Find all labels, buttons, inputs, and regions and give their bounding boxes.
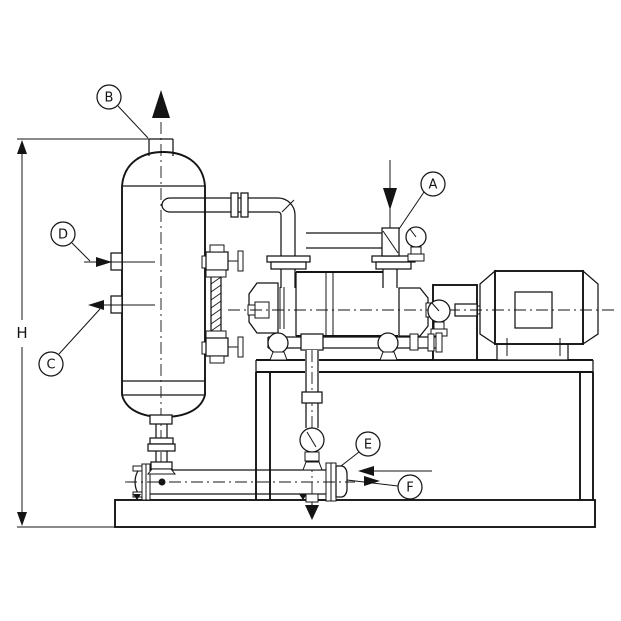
check-valve-flap	[382, 230, 399, 254]
dimension-arrow-down-icon	[17, 512, 27, 526]
glass-flange-bottom	[205, 330, 227, 339]
callout-a-label: A	[429, 178, 438, 193]
glass-flange-top	[205, 269, 227, 278]
exchanger-foot-right	[299, 494, 307, 500]
left-port-flange-a	[266, 255, 311, 263]
pot-foot-right	[379, 351, 398, 361]
base-plate	[114, 499, 596, 528]
dimension-label: H	[16, 324, 27, 342]
gauge2-needle	[431, 302, 440, 312]
drain-union-b	[147, 443, 176, 452]
pipe-flange-a	[230, 192, 239, 218]
leader-a	[398, 191, 425, 230]
seal-piping	[267, 332, 443, 520]
bottom-drain-fitting	[305, 493, 319, 503]
gauge1-fitting-b	[407, 253, 425, 262]
callout-c	[38, 351, 64, 377]
pump-right-cover	[398, 287, 429, 337]
callout-e-label: E	[364, 438, 372, 453]
tank-drain-stack	[146, 414, 177, 475]
drain-flange-1	[149, 414, 173, 425]
callout-f-label: F	[406, 481, 413, 496]
drop-pipe-union	[301, 391, 323, 404]
discharge-pipe	[161, 192, 296, 256]
drain-tee	[300, 333, 324, 351]
right-port-flange-b	[375, 261, 412, 270]
thermometer-needle	[306, 431, 317, 448]
dimension-arrow-up-icon	[17, 140, 27, 154]
drain-union-a	[149, 437, 174, 445]
callouts: A B C D E F	[38, 84, 446, 500]
callout-d	[50, 221, 76, 247]
nozzle-c-out-arrow-icon	[88, 300, 104, 310]
drain-flange-2	[150, 461, 173, 470]
tank-top-head	[121, 151, 206, 187]
glass-hatching	[210, 276, 222, 332]
pot-foot-left	[269, 351, 288, 361]
gauge-valve-top-cap	[209, 244, 225, 253]
level-gauge	[201, 244, 244, 364]
elbow-seam	[281, 199, 295, 213]
exchanger-in-arrow-icon	[358, 466, 374, 476]
callout-d-label: D	[58, 228, 68, 243]
handwheel-top-icon	[237, 250, 244, 272]
dip-tube-end	[161, 197, 171, 213]
pressure-gauge-discharge	[427, 299, 451, 337]
exchanger-out-arrow-icon	[364, 476, 380, 486]
elbow-outer	[277, 197, 296, 216]
pressure-gauge-inlet	[405, 226, 427, 262]
leader-e	[340, 451, 360, 467]
left-port-flange-b	[270, 261, 307, 270]
handwheel-bottom-icon	[237, 336, 244, 358]
callout-c-label: C	[46, 358, 55, 373]
pipe-flange-b	[240, 192, 249, 218]
drain-reducer	[146, 468, 177, 475]
union-b	[427, 333, 435, 352]
callout-e	[355, 431, 381, 457]
base-frame	[114, 359, 596, 528]
flange-stud-top	[132, 465, 143, 472]
inlet-down-arrow-icon	[383, 188, 397, 210]
gauge2-fitting-a	[433, 321, 445, 330]
height-dimension: H	[16, 138, 150, 528]
callout-b	[96, 84, 122, 110]
union-c	[435, 332, 443, 353]
centerline-dot	[158, 478, 166, 486]
exchanger-foot-left	[133, 494, 141, 500]
leader-d	[71, 242, 91, 262]
motor-right-bell	[582, 269, 599, 346]
callout-a	[420, 171, 446, 197]
exchanger-end-cap	[335, 465, 348, 498]
union-a	[409, 333, 419, 351]
thermometer-neck	[304, 451, 320, 462]
gauge-valve-bottom-cap	[209, 355, 225, 364]
drain-down-arrow-icon	[305, 505, 319, 520]
drain-pot-right	[377, 332, 399, 354]
heat-exchanger	[125, 462, 355, 502]
elbow-inner	[277, 211, 282, 216]
motor-base	[496, 343, 569, 361]
pump-ports	[266, 160, 427, 288]
callout-f	[397, 474, 423, 500]
tank-bottom-head	[121, 394, 206, 418]
flow-arrows	[84, 257, 432, 486]
leader-b	[117, 105, 149, 139]
motor	[479, 269, 599, 361]
motor-left-bell	[479, 269, 496, 346]
nozzle-d-in-arrow-icon	[96, 257, 112, 267]
exchanger-boss	[302, 461, 323, 471]
separator-tank	[110, 90, 206, 470]
drain-pot-left	[267, 332, 289, 354]
leader-c	[58, 308, 101, 355]
gauge1-needle	[409, 228, 417, 238]
gauge-valve-bottom	[205, 337, 229, 357]
callout-b-label: B	[105, 91, 114, 106]
gauge1-fitting-a	[410, 246, 422, 255]
gauge-valve-top	[205, 251, 229, 271]
motor-body	[494, 270, 584, 345]
leader-f	[346, 479, 399, 487]
vent-up-arrow-icon	[152, 90, 170, 118]
